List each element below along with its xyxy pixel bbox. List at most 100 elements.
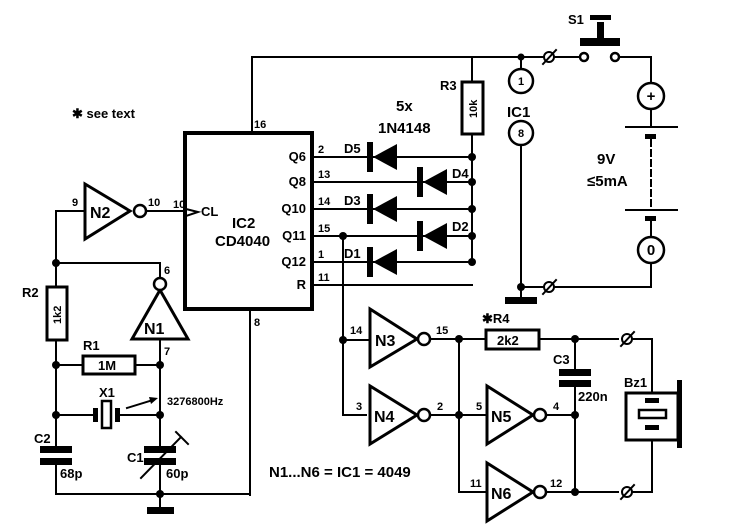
battery-current: ≤5mA	[587, 173, 628, 190]
n5-out-pin: 4	[553, 401, 560, 413]
r3-label: R3	[440, 78, 457, 93]
ic2-output-pin: 11	[318, 272, 330, 284]
battery-minus-label: 0	[647, 242, 655, 259]
inverter-n5: N5 5 4	[476, 383, 579, 447]
ic2-output-pin: 14	[318, 196, 331, 208]
diode-d2: D2	[417, 219, 469, 251]
c3-value: 220n	[578, 389, 608, 404]
n4-out-pin: 2	[437, 401, 443, 413]
n3-label: N3	[375, 333, 396, 350]
n3-in-pin: 14	[350, 325, 363, 337]
ic1-supply: 1 IC1 8	[505, 67, 558, 304]
ic2-output-label: Q10	[281, 201, 306, 216]
n5-in-pin: 5	[476, 401, 482, 413]
inverter-n6: N6 11 12	[470, 460, 619, 524]
q11-to-gates	[339, 232, 369, 416]
ic2-output-pin: 2	[318, 144, 324, 156]
ic1-pin-gnd: 8	[518, 128, 524, 140]
inverter-n4: N4 3 2	[356, 338, 486, 493]
n4-label: N4	[374, 409, 395, 426]
r2-label: R2	[22, 285, 39, 300]
junction	[468, 205, 476, 213]
ic2-output-pin: 13	[318, 169, 330, 181]
c2-value: 68p	[60, 466, 82, 481]
buzzer-bz1: Bz1	[619, 330, 682, 501]
diode-label: D2	[452, 219, 469, 234]
junction	[468, 153, 476, 161]
n3-out-pin: 15	[436, 325, 448, 337]
diode-label: D4	[452, 166, 469, 181]
inverter-n2: N2 9 10	[55, 181, 187, 264]
x1-frequency: 3276800Hz	[167, 396, 224, 408]
junction	[468, 178, 476, 186]
ic2-output-label: Q8	[289, 174, 306, 189]
n2-in-pin: 9	[72, 197, 78, 209]
n6-in-pin: 11	[470, 478, 482, 490]
n4-in-pin: 3	[356, 401, 362, 413]
ic1-pin-vdd: 1	[518, 76, 524, 88]
n1-label: N1	[144, 321, 165, 338]
c3-label: C3	[553, 352, 570, 367]
resistor-r2: 1k2 R2	[22, 262, 69, 366]
c2-label: C2	[34, 431, 51, 446]
inverter-n3: N3 14 15	[350, 306, 485, 370]
crystal-x1: X1 3276800Hz	[52, 364, 224, 448]
n2-label: N2	[90, 205, 111, 222]
bz1-label: Bz1	[624, 375, 647, 390]
resistor-r4: 2k2 ✱R4	[482, 311, 619, 351]
c1-value: 60p	[166, 466, 188, 481]
capacitor-c2: C2 68p	[34, 414, 82, 495]
junction	[468, 258, 476, 266]
battery: + 0 9V ≤5mA	[554, 81, 678, 288]
inverter-n1: N1 6 7	[52, 259, 191, 366]
battery-voltage: 9V	[597, 151, 615, 168]
diode-d1: D1	[344, 246, 397, 277]
n6-label: N6	[491, 486, 512, 503]
diode-label: D5	[344, 141, 361, 156]
ic2-pin-vdd: 16	[254, 119, 266, 131]
ic2-name: IC2	[232, 215, 255, 232]
ic2-output-label: Q6	[289, 149, 306, 164]
r2-value: 1k2	[52, 306, 64, 324]
capacitor-c1-trimmer: C1 60p	[127, 430, 190, 495]
resistor-r3: 10k R3	[440, 78, 485, 263]
r4-value: 2k2	[497, 333, 519, 348]
diode-d4: D4	[417, 166, 469, 197]
n1-out-pin: 7	[164, 346, 170, 358]
n2-out-pin: 10	[148, 197, 160, 209]
ic2-pin-gnd: 8	[254, 317, 260, 329]
ic2-clock-pin: 10	[173, 199, 185, 211]
diode-label: D3	[344, 193, 361, 208]
ground-bottom	[55, 490, 251, 514]
ic2-part: CD4040	[215, 233, 270, 250]
ic2-output-label: R	[297, 277, 307, 292]
r3-value: 10k	[468, 99, 480, 118]
diodes-count: 5x	[396, 98, 413, 115]
ic2-output-pin: 1	[318, 249, 324, 261]
c1-label: C1	[127, 450, 144, 465]
ic2-clock-label: CL	[201, 204, 218, 219]
r1-value: 1M	[98, 358, 116, 373]
r1-label: R1	[83, 338, 100, 353]
diodes-part: 1N4148	[378, 120, 431, 137]
n5-label: N5	[491, 409, 512, 426]
x1-label: X1	[99, 385, 115, 400]
ic2-output-pin: 15	[318, 223, 330, 235]
switch-s1: S1	[568, 12, 652, 84]
diode-d5: D5	[344, 141, 397, 172]
ic2-output-label: Q11	[282, 228, 306, 243]
r4-label: ✱R4	[482, 311, 510, 326]
see-text-note: ✱ see text	[72, 106, 136, 121]
capacitor-c3: C3 220n	[553, 338, 608, 493]
junction	[468, 232, 476, 240]
s1-label: S1	[568, 12, 584, 27]
n1-in-pin: 6	[164, 265, 170, 277]
ic1-label: IC1	[507, 104, 530, 121]
resistor-r1: 1M R1	[52, 338, 164, 376]
supply-rail	[251, 48, 584, 134]
ic2-output-label: Q12	[281, 254, 306, 269]
battery-plus-label: +	[647, 88, 656, 105]
